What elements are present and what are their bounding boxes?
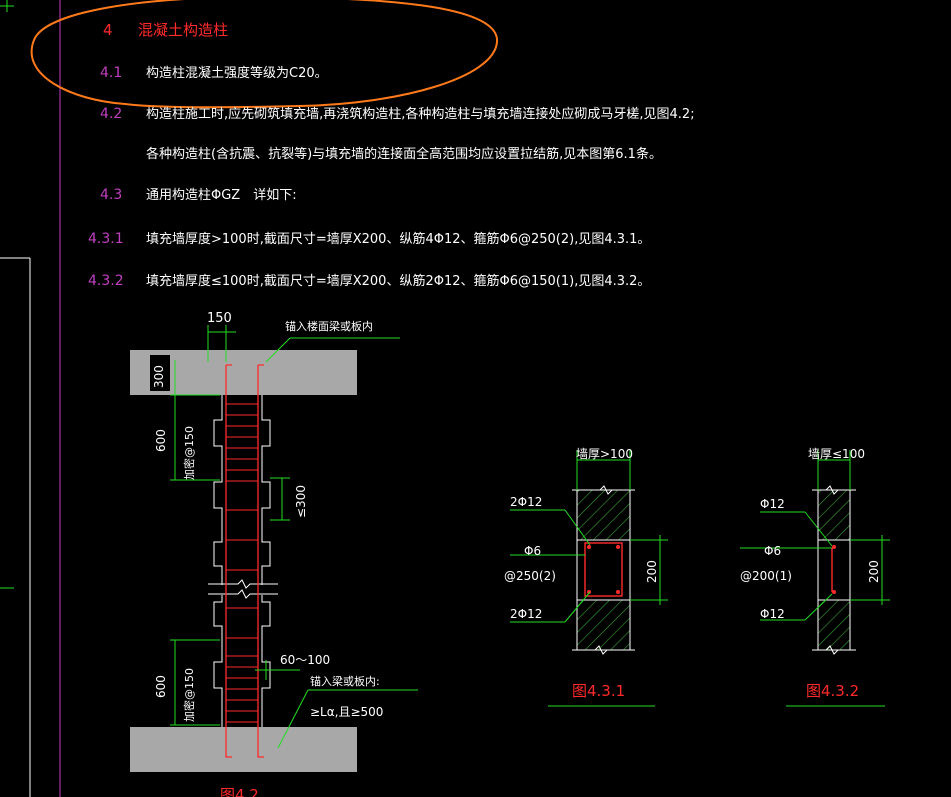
stirrups <box>226 403 258 723</box>
dense-top: 加密@150 <box>182 426 196 480</box>
stirrup: Φ6 <box>524 544 541 558</box>
spec-list: 4.1 构造柱混凝土强度等级为C20。 4.2 构造柱施工时,应先砌筑填充墙,再… <box>88 65 695 289</box>
item-text: 构造柱施工时,应先砌筑填充墙,再浇筑构造柱,各种构造柱与填充墙连接处应砌成马牙槎… <box>146 106 695 122</box>
column-outline-left <box>213 395 223 727</box>
figure-4-2: 150 锚入楼面梁或板内 300 600 加密@150 ≤300 60～100 … <box>130 311 418 797</box>
caption-4-3-2: 图4.3.2 <box>806 682 859 700</box>
figure-4-3-1: 墙厚>100 2Φ12 Φ6 @250(2) 2Φ12 200 图4.3.1 <box>504 447 668 707</box>
item-number: 4.3.2 <box>88 273 124 289</box>
long-top: 2Φ12 <box>510 495 542 509</box>
item-text: 通用构造柱ΦGZ 详如下: <box>146 187 297 203</box>
item-text: 填充墙厚度≤100时,截面尺寸=墙厚X200、纵筋2Φ12、箍筋Φ6@150(1… <box>146 273 650 289</box>
dim-150: 150 <box>207 311 232 326</box>
stirrup-box <box>584 542 623 597</box>
caption-4-3-1: 图4.3.1 <box>572 682 625 700</box>
item-text: 构造柱混凝土强度等级为C20。 <box>146 65 328 81</box>
dim-300: 300 <box>152 365 166 388</box>
heading-text: 混凝土构造柱 <box>138 21 228 39</box>
rebar-right <box>257 365 264 758</box>
item-number: 4.1 <box>100 65 122 81</box>
item-text: 各种构造柱(含抗震、抗裂等)与填充墙的连接面全高范围均应设置拉结筋,见本图第6.… <box>146 146 662 162</box>
column-section <box>576 539 631 601</box>
dim-200: 200 <box>645 560 659 583</box>
caption-4-2: 图4.2 <box>220 786 259 797</box>
long-bot: Φ12 <box>760 607 785 621</box>
stirrup: Φ6 <box>764 544 781 558</box>
note-bottom: 锚入梁或板内: <box>310 674 380 688</box>
long-top: Φ12 <box>760 497 785 511</box>
dense-bot: 加密@150 <box>182 668 196 722</box>
dim-60-100: 60～100 <box>280 653 330 667</box>
stirrup-spacing: @250(2) <box>504 569 556 583</box>
wall-label: 墙厚≤100 <box>808 447 865 461</box>
item-text: 填充墙厚度>100时,截面尺寸=墙厚X200、纵筋4Φ12、箍筋Φ6@250(2… <box>146 231 650 247</box>
dim-200: 200 <box>867 560 881 583</box>
dim-600-bot: 600 <box>154 675 168 698</box>
wall-label: 墙厚>100 <box>576 447 633 461</box>
long-bot: 2Φ12 <box>510 607 542 621</box>
frame-lines <box>0 0 61 797</box>
heading-number: 4 <box>103 21 113 39</box>
dim-600-top: 600 <box>154 429 168 452</box>
item-number: 4.2 <box>100 106 122 122</box>
orange-highlight-circle <box>30 0 499 109</box>
column-outline-right <box>261 395 271 727</box>
item-number: 4.3.1 <box>88 231 124 247</box>
dim-le300: ≤300 <box>294 485 308 518</box>
note-bottom-2: ≥Lα,且≥500 <box>310 705 383 719</box>
figure-4-3-2: 墙厚≤100 Φ12 Φ6 @200(1) Φ12 200 图4.3.2 <box>740 447 890 707</box>
bottom-slab <box>130 727 357 772</box>
item-number: 4.3 <box>100 187 122 203</box>
stirrup-spacing: @200(1) <box>740 569 792 583</box>
rebar-left <box>225 365 232 758</box>
note-top: 锚入楼面梁或板内 <box>285 319 373 333</box>
